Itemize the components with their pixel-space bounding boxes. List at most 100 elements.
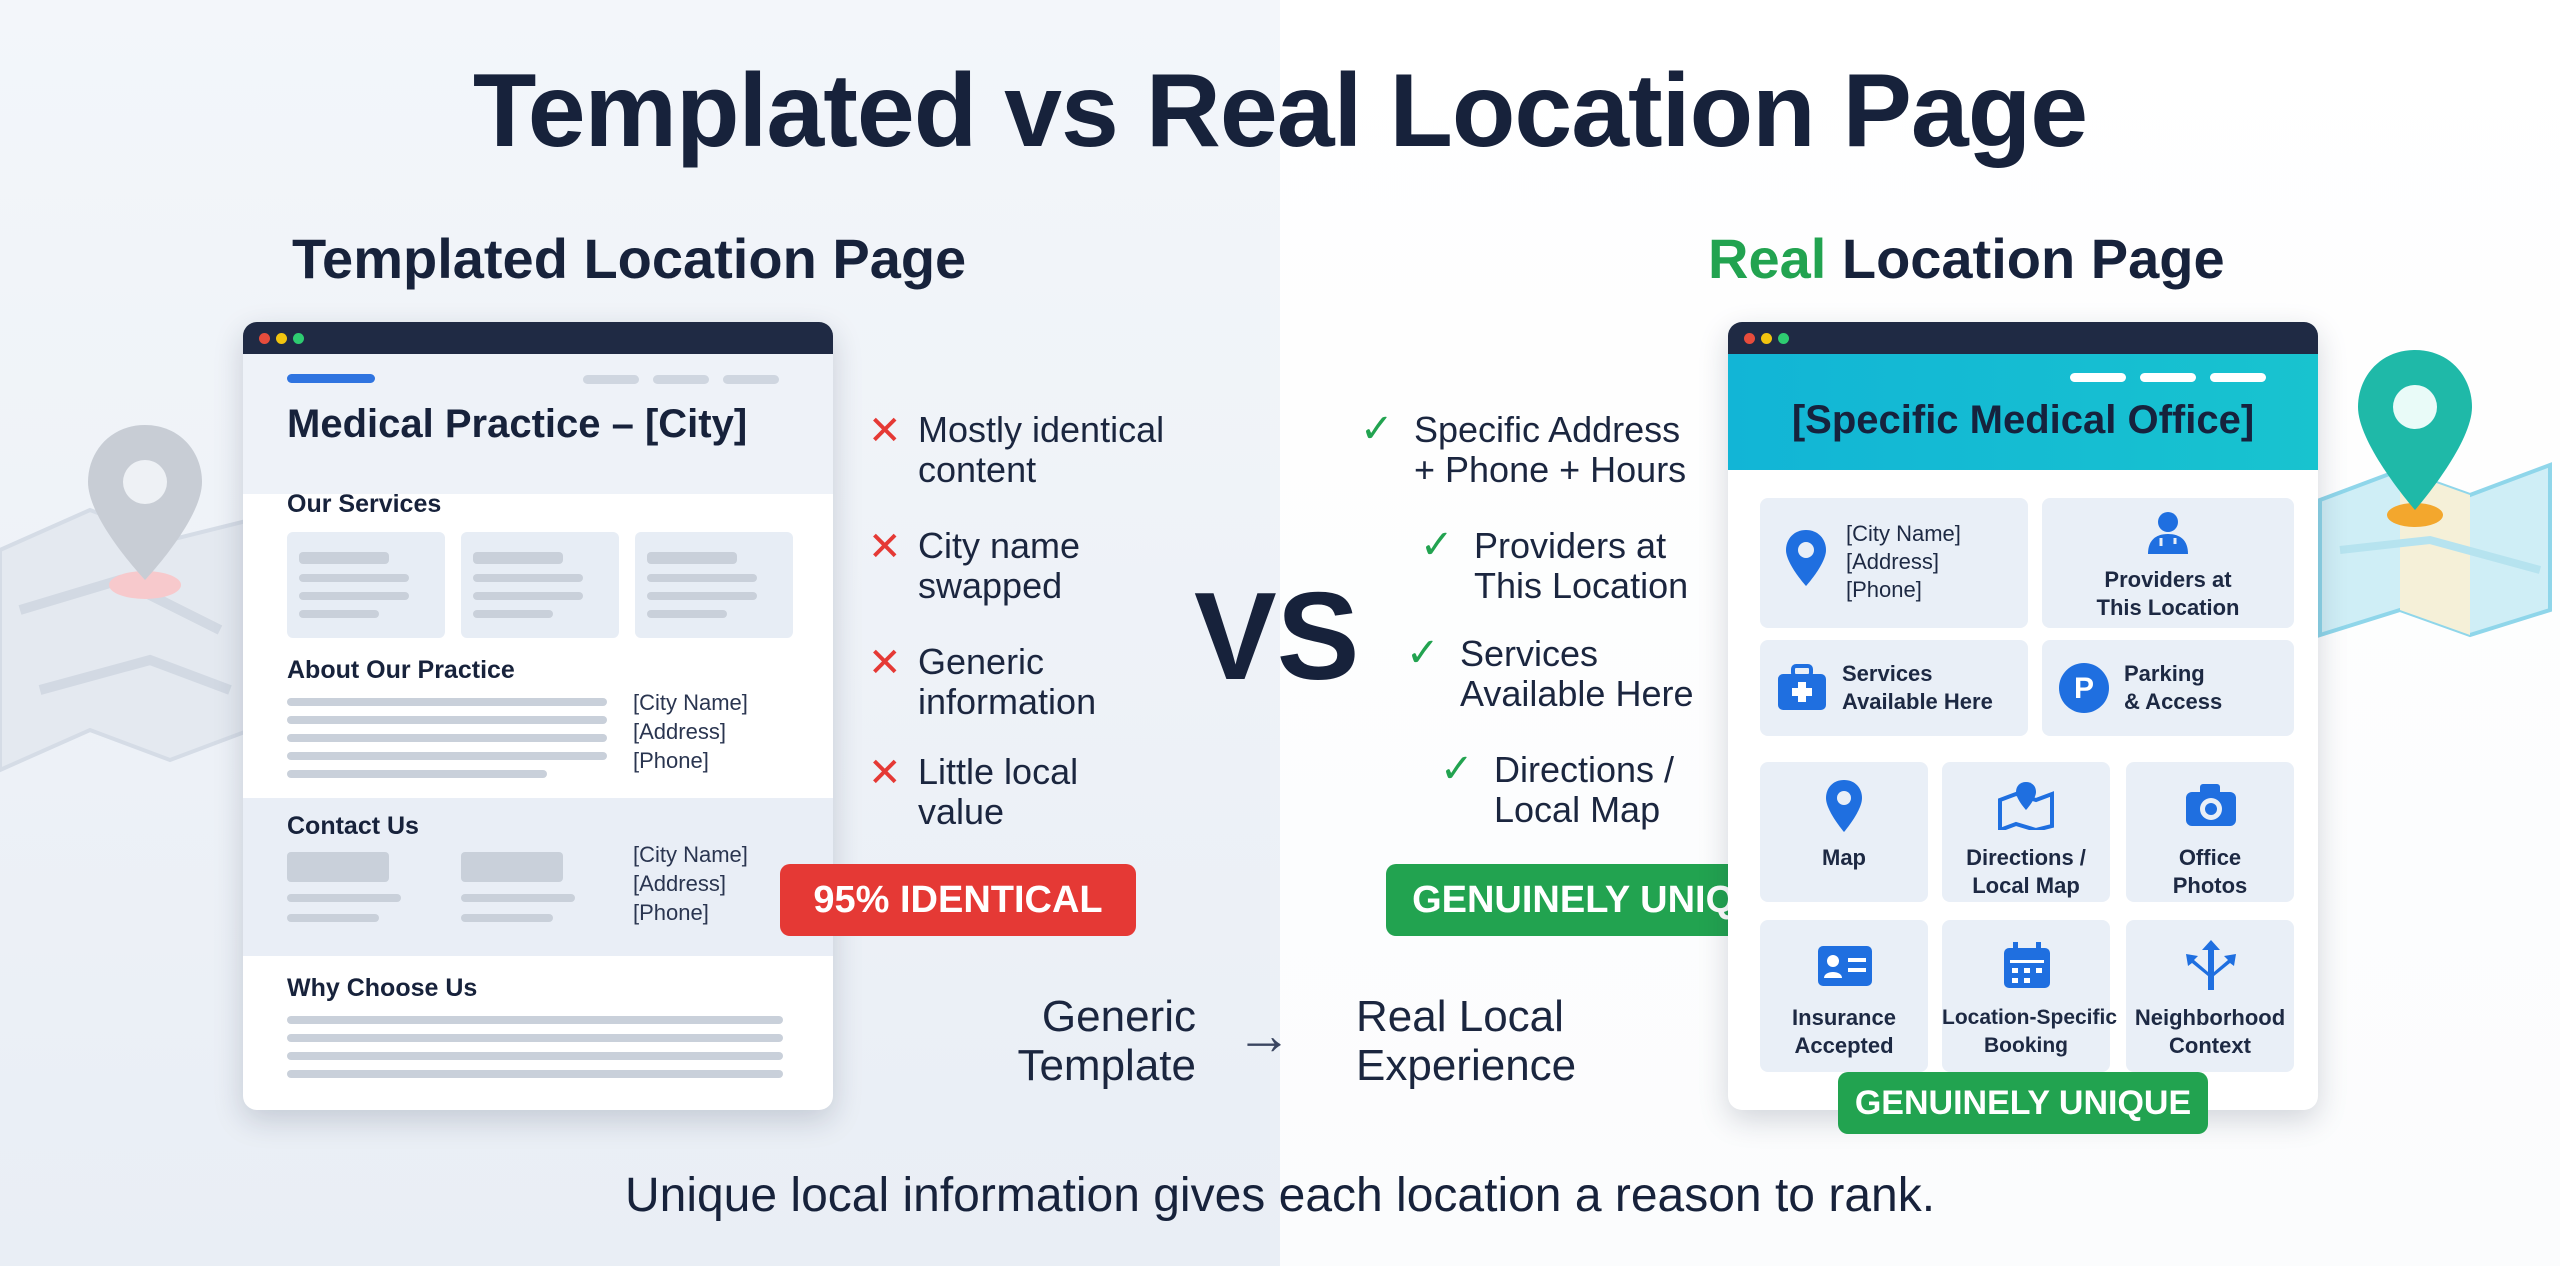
about-details: [City Name] [Address] [Phone]: [633, 690, 748, 773]
logo-bar: [287, 374, 375, 383]
real-bullet: Specific Address + Phone + Hours: [1414, 409, 1687, 490]
providers-card: Providers at This Location: [2042, 498, 2294, 628]
right-section-title: Real Location Page: [1708, 226, 2225, 291]
window-titlebar: [1728, 322, 2318, 354]
minimize-dot-icon: [1761, 333, 1772, 344]
placeholder-line: [287, 716, 607, 724]
arrow-right-icon: →: [1236, 1003, 1292, 1066]
caption: Unique local information gives each loca…: [624, 1169, 1936, 1222]
service-card: [635, 532, 793, 638]
page-title: Medical Practice – [City]: [287, 402, 748, 446]
faded-location-pin-icon: [88, 425, 202, 599]
photos-card: Office Photos: [2126, 762, 2294, 902]
providers-card-text: Providers at This Location: [2096, 567, 2240, 620]
check-icon: ✓: [1420, 523, 1454, 567]
services-card: Services Available Here: [1760, 640, 2028, 736]
placeholder-line: [287, 1034, 783, 1042]
minimize-dot-icon: [276, 333, 287, 344]
insurance-card-text: Insurance Accepted: [1792, 1005, 1896, 1058]
placeholder-line: [287, 770, 547, 778]
placeholder-line: [461, 894, 575, 902]
nav-item: [2140, 373, 2196, 382]
service-card: [461, 532, 619, 638]
about-label: About Our Practice: [287, 656, 515, 684]
nav-item: [723, 375, 779, 384]
placeholder-line: [287, 1052, 783, 1060]
check-icon: ✓: [1440, 747, 1474, 791]
window-unique-badge: GENUINELY UNIQUE: [1838, 1072, 2208, 1134]
faded-map-icon: [0, 507, 252, 773]
identical-badge: 95% IDENTICAL: [780, 864, 1136, 936]
neighborhood-card: Neighborhood Context: [2126, 920, 2294, 1072]
why-choose-label: Why Choose Us: [287, 974, 478, 1002]
doctor-icon: [2148, 512, 2188, 554]
location-pin-icon: [2358, 350, 2472, 527]
templated-bullet: Mostly identical content: [918, 409, 1165, 490]
svg-text:P: P: [2074, 672, 2094, 705]
nav-item: [2070, 373, 2126, 382]
insurance-card: Insurance Accepted: [1760, 920, 1928, 1072]
vs-label: VS: [1194, 568, 1360, 706]
page-title: [Specific Medical Office]: [1791, 398, 2255, 442]
booking-card: Location-Specific Booking: [1942, 920, 2118, 1072]
placeholder-block: [287, 852, 389, 882]
placeholder-line: [287, 894, 401, 902]
placeholder-block: [461, 852, 563, 882]
placeholder-line: [287, 698, 607, 706]
calendar-icon: [2004, 942, 2050, 988]
nav-item: [583, 375, 639, 384]
placeholder-line: [287, 752, 607, 760]
check-icon: ✓: [1406, 631, 1440, 675]
parking-card-text: Parking & Access: [2124, 661, 2223, 714]
contact-label: Contact Us: [287, 812, 419, 840]
services-card-text: Services Available Here: [1842, 661, 1993, 714]
booking-card-text: Location-Specific Booking: [1942, 1006, 2118, 1057]
map-pin-icon: [1826, 780, 1862, 832]
templated-bullet: Little local value: [918, 751, 1079, 832]
real-page-mockup: [Specific Medical Office] [City Name] [A…: [1728, 322, 2318, 1110]
close-dot-icon: [1744, 333, 1755, 344]
neighborhood-card-text: Neighborhood Context: [2134, 1005, 2286, 1058]
parking-icon: P: [2059, 663, 2109, 713]
real-bullet: Providers at This Location: [1474, 525, 1689, 606]
service-card: [287, 532, 445, 638]
nav-item: [2210, 373, 2266, 382]
x-mark-icon: ✕: [868, 751, 902, 795]
map-card: Map: [1760, 762, 1928, 902]
placeholder-line: [287, 734, 607, 742]
placeholder-line: [287, 1016, 783, 1024]
templated-bullet: Generic information: [918, 641, 1097, 722]
window-titlebar: [243, 322, 833, 354]
heading-highlight: Real: [1708, 227, 1827, 290]
x-mark-icon: ✕: [868, 409, 902, 453]
directions-arrows-icon: [2186, 940, 2236, 990]
flow-to-text: Real Local Experience: [1356, 992, 1577, 1090]
flow-from-text: Generic Template: [1017, 992, 1196, 1090]
nav-item: [653, 375, 709, 384]
close-dot-icon: [259, 333, 270, 344]
medical-kit-icon: [1778, 664, 1826, 710]
map-card-text: Map: [1822, 845, 1866, 870]
directions-card: Directions / Local Map: [1942, 762, 2110, 902]
main-title: Templated vs Real Location Page: [472, 53, 2088, 169]
real-bullet: Directions / Local Map: [1494, 749, 1675, 830]
contact-card-text: [City Name] [Address] [Phone]: [1846, 521, 1961, 602]
services-label: Our Services: [287, 490, 442, 518]
left-section-title: Templated Location Page: [292, 227, 967, 290]
templated-bullet: City name swapped: [918, 525, 1081, 606]
check-icon: ✓: [1360, 407, 1394, 451]
maximize-dot-icon: [1778, 333, 1789, 344]
photos-card-text: Office Photos: [2172, 845, 2248, 898]
heading-rest: Location Page: [1826, 227, 2225, 290]
maximize-dot-icon: [293, 333, 304, 344]
placeholder-line: [461, 914, 553, 922]
location-pin-icon: [1786, 530, 1826, 586]
templated-page-mockup: Medical Practice – [City] Our Services A…: [243, 322, 833, 1110]
x-mark-icon: ✕: [868, 641, 902, 685]
placeholder-line: [287, 914, 379, 922]
directions-card-text: Directions / Local Map: [1966, 845, 2086, 898]
real-bullet: Services Available Here: [1460, 633, 1694, 714]
contact-card: [City Name] [Address] [Phone]: [1760, 498, 2028, 628]
local-map-icon: [1998, 782, 2054, 830]
camera-icon: [2186, 784, 2236, 826]
